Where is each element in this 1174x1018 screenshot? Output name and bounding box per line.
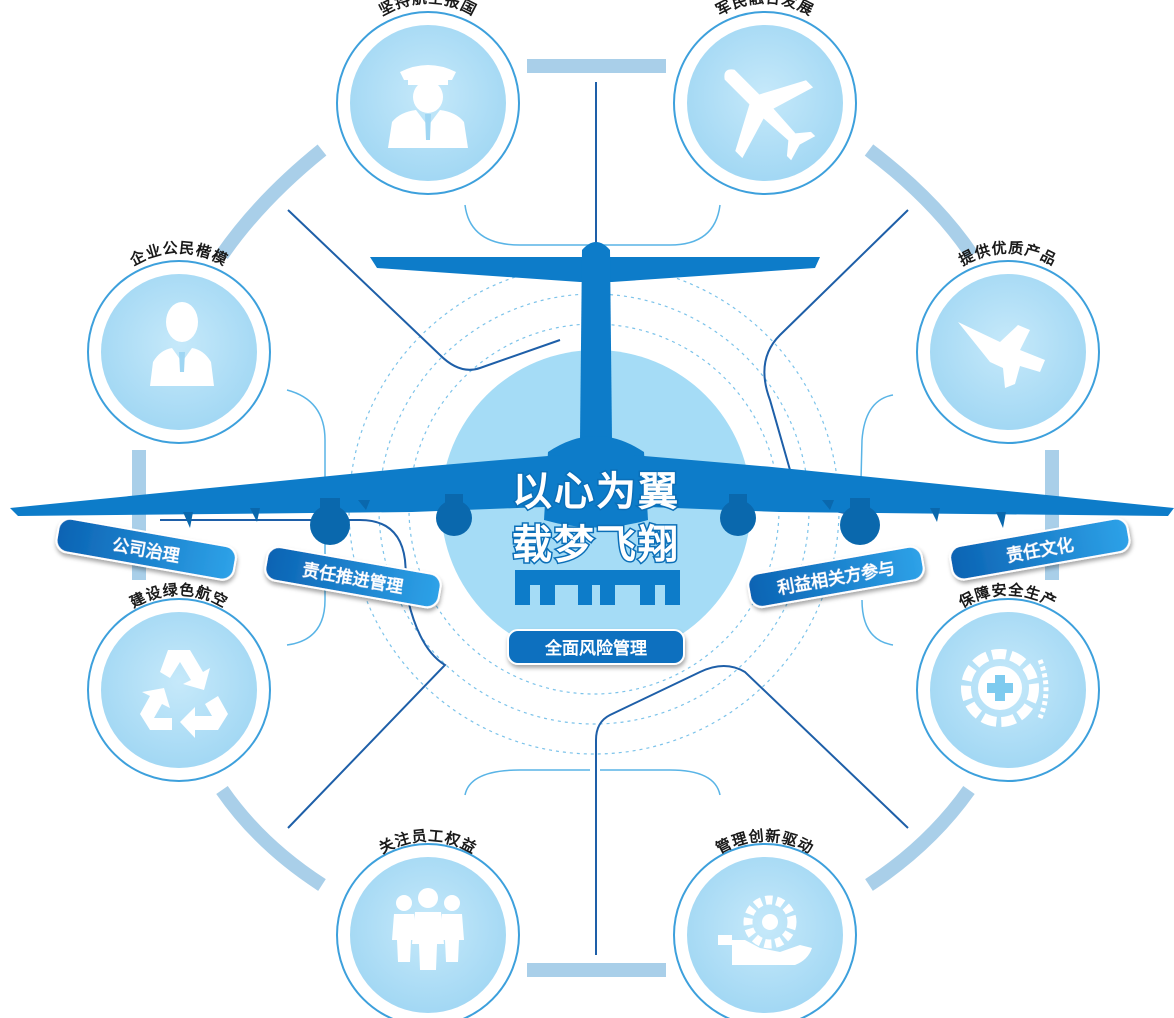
outer-ring-segment — [216, 144, 327, 259]
topic-label-text: 建设绿色航空 — [127, 581, 231, 612]
connector-line — [286, 520, 326, 646]
safety-cross-icon — [961, 649, 1049, 727]
recycle-icon — [140, 650, 228, 738]
businessman-icon — [150, 302, 214, 386]
main-wing — [10, 455, 1174, 516]
topic-bubble-innovation: 管理创新驱动 — [673, 827, 857, 1018]
flap-tab — [822, 500, 834, 510]
gear-housing — [515, 570, 680, 605]
flap-tab — [996, 512, 1006, 528]
airliner-icon — [724, 69, 816, 161]
bubble-outer-ring — [673, 843, 857, 1018]
topic-label: 企业公民楷模 — [126, 239, 230, 270]
slogan-line-1: 以心为翼 — [512, 469, 680, 515]
gear-hand-icon — [718, 895, 812, 965]
pill-background — [949, 517, 1131, 581]
flap-tab — [183, 512, 193, 528]
pillar-responsibility-mgmt: 责任推进管理 — [264, 546, 442, 609]
bubble-outer-ring — [87, 598, 271, 782]
bubble-disc — [687, 857, 843, 1013]
pilot-icon — [388, 65, 468, 148]
landing-gear — [515, 570, 680, 605]
topic-label-text: 企业公民楷模 — [126, 239, 231, 270]
badge-background — [507, 629, 685, 665]
outer-ring-segment — [216, 786, 326, 891]
slogan-line-2: 载梦飞翔 — [512, 522, 680, 568]
bubble-outer-ring — [916, 598, 1100, 782]
risk-management-badge: 全面风险管理 — [507, 629, 685, 665]
topic-label-text: 保障安全生产 — [955, 581, 1060, 612]
connector-line — [464, 769, 590, 796]
bubble-connectors — [286, 204, 894, 796]
pillar-governance: 公司治理 — [55, 517, 237, 581]
topic-bubble-employees: 关注员工权益 — [336, 827, 520, 1018]
bubble-outer-ring — [673, 11, 857, 195]
topic-label-text: 关注员工权益 — [376, 827, 480, 858]
topic-label: 建设绿色航空 — [127, 581, 230, 612]
engine-pylon — [729, 494, 747, 510]
topic-label: 关注员工权益 — [376, 827, 479, 858]
connector-line — [286, 389, 326, 520]
topic-label: 管理创新驱动 — [713, 827, 816, 858]
topic-bubble-safety: 保障安全生产 — [916, 581, 1100, 782]
engine-pylon — [445, 494, 463, 510]
bubble-outer-ring — [336, 843, 520, 1018]
topic-bubble-quality: 提供优质产品 — [916, 239, 1100, 444]
engines — [310, 494, 880, 545]
engine-pylon — [850, 498, 870, 516]
topic-label-text: 坚持航空报国 — [376, 0, 480, 19]
spoke-line — [595, 665, 909, 955]
bubble-disc — [101, 612, 257, 768]
connector-line — [859, 394, 894, 521]
outer-ring — [132, 59, 1059, 977]
topic-bubble-civil-military: 军民融合发展 — [673, 0, 857, 195]
pillar-culture: 责任文化 — [949, 517, 1131, 581]
fuselage — [580, 242, 612, 440]
badge-label: 全面风险管理 — [544, 638, 647, 659]
bubble-outer-ring — [87, 260, 271, 444]
connector-line — [464, 204, 590, 246]
fighter-jet-icon — [958, 322, 1045, 388]
topic-bubble-patriotism: 坚持航空报国 — [336, 0, 520, 195]
connector-line — [600, 769, 721, 796]
engine-pylon — [320, 498, 340, 516]
employees-icon — [392, 888, 464, 970]
bubble-outer-ring — [916, 260, 1100, 444]
flap-tab — [930, 508, 940, 522]
outer-ring-segment — [865, 785, 975, 891]
connector-line — [861, 599, 894, 646]
pill-background — [747, 545, 925, 608]
airplane-illustration — [10, 242, 1174, 605]
topic-label-text: 管理创新驱动 — [713, 827, 817, 858]
topic-label: 坚持航空报国 — [376, 0, 479, 19]
topic-label-text: 军民融合发展 — [713, 0, 817, 19]
spoke-line — [287, 209, 561, 371]
topic-label: 军民融合发展 — [713, 0, 816, 19]
pill-background — [55, 517, 237, 581]
flap-tab — [250, 508, 260, 522]
topic-bubble-green: 建设绿色航空 — [87, 581, 271, 782]
bubble-outer-ring — [336, 11, 520, 195]
pill-background — [264, 546, 442, 609]
pillar-stakeholder: 利益相关方参与 — [747, 545, 925, 608]
flap-tab — [358, 500, 370, 510]
topic-label: 保障安全生产 — [955, 581, 1059, 612]
connector-line — [600, 204, 721, 246]
outer-ring-segment — [864, 144, 978, 259]
wing-flap-tabs — [183, 500, 1006, 528]
topic-bubble-citizen: 企业公民楷模 — [87, 239, 271, 444]
